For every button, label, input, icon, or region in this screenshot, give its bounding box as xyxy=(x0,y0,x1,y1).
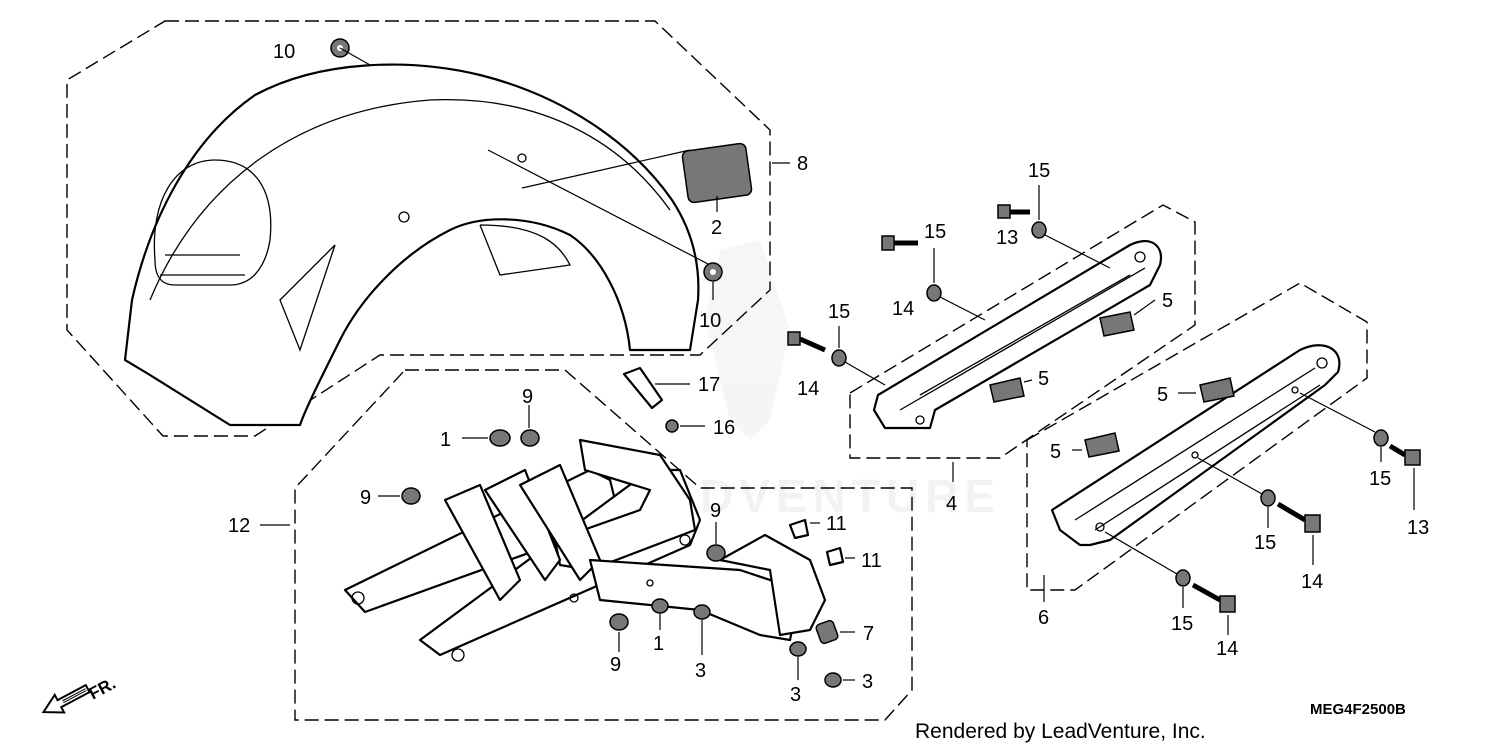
callout-5: 5 xyxy=(1157,384,1168,406)
front-direction-arrow: FR. xyxy=(41,674,119,714)
grommet-1[interactable] xyxy=(489,429,511,447)
washer-15[interactable] xyxy=(1031,221,1047,239)
callout-5: 5 xyxy=(1050,441,1061,463)
group-8-boundary xyxy=(66,20,771,437)
rendered-by-credit: Rendered by LeadVenture, Inc. xyxy=(915,720,1206,743)
screw-16[interactable] xyxy=(665,419,705,433)
callout-3: 3 xyxy=(862,671,873,693)
callout-3: 3 xyxy=(695,660,706,682)
callout-15: 15 xyxy=(1171,613,1193,635)
callout-5: 5 xyxy=(1162,290,1173,312)
callout-11: 11 xyxy=(861,550,882,572)
grommet-9[interactable] xyxy=(401,487,421,505)
washer-15[interactable] xyxy=(1260,489,1276,507)
bolt-14[interactable] xyxy=(787,331,827,353)
pad-5[interactable] xyxy=(1099,311,1135,337)
callout-15: 15 xyxy=(924,221,946,243)
washer-15[interactable] xyxy=(831,349,847,367)
grommet-1[interactable] xyxy=(651,598,669,614)
callout-17: 17 xyxy=(698,374,720,396)
callout-14: 14 xyxy=(797,378,819,400)
grommet-9[interactable] xyxy=(706,544,726,562)
fr-label: FR. xyxy=(86,674,119,704)
callout-16: 16 xyxy=(713,417,735,439)
clip-11[interactable] xyxy=(825,546,845,567)
leader-line xyxy=(521,149,691,189)
callout-9: 9 xyxy=(522,386,533,408)
callout-4: 4 xyxy=(946,493,957,515)
bolt-14[interactable] xyxy=(1276,501,1321,533)
callout-15: 15 xyxy=(1254,532,1276,554)
callout-7: 7 xyxy=(863,623,874,645)
bolt-14[interactable] xyxy=(881,235,918,251)
pad-5[interactable] xyxy=(989,377,1025,403)
callout-1: 1 xyxy=(440,429,451,451)
callout-11: 11 xyxy=(826,513,847,535)
callout-5: 5 xyxy=(1038,368,1049,390)
callout-3: 3 xyxy=(790,684,801,706)
callout-8: 8 xyxy=(797,153,808,175)
bolt-13[interactable] xyxy=(1388,443,1421,466)
group-6-lower-rail xyxy=(1026,282,1421,635)
callout-2: 2 xyxy=(711,217,722,239)
grommet-3[interactable] xyxy=(824,672,842,688)
callout-15: 15 xyxy=(1369,468,1391,490)
bolt-14[interactable] xyxy=(1191,582,1236,613)
callout-14: 14 xyxy=(1301,571,1323,593)
callout-13: 13 xyxy=(996,227,1018,249)
grommet-9[interactable] xyxy=(520,429,540,447)
leader-lines xyxy=(838,185,1156,482)
group-4-boundary xyxy=(849,204,1196,459)
leader-line xyxy=(487,149,711,266)
bolt-13[interactable] xyxy=(997,204,1030,219)
grommet-3[interactable] xyxy=(693,604,711,620)
callout-labels: 10 8 2 10 17 16 1 9 9 12 9 11 11 7 9 1 3… xyxy=(228,41,1429,706)
callout-1: 1 xyxy=(653,633,664,655)
group-8-rear-fender xyxy=(66,20,790,437)
clip-11[interactable] xyxy=(788,518,810,540)
grommet-3[interactable] xyxy=(789,641,807,657)
callout-10: 10 xyxy=(273,41,295,63)
group-4-upper-rail xyxy=(787,185,1196,482)
callout-10: 10 xyxy=(699,310,721,332)
group-12-rear-frame xyxy=(260,369,913,721)
callout-12: 12 xyxy=(228,515,250,537)
rear-fender[interactable] xyxy=(123,63,700,427)
rear-fender-frame[interactable] xyxy=(343,438,827,662)
leader-lines xyxy=(1043,392,1415,635)
leader-lines xyxy=(260,405,855,681)
callout-9: 9 xyxy=(710,500,721,522)
grommet-9[interactable] xyxy=(609,613,629,631)
washer[interactable] xyxy=(703,262,723,282)
callout-15: 15 xyxy=(1028,160,1050,182)
group-12-boundary xyxy=(294,369,913,721)
washer-15[interactable] xyxy=(926,284,942,302)
callout-9: 9 xyxy=(610,654,621,676)
diagram-code: MEG4F2500B xyxy=(1310,701,1406,718)
washer-15[interactable] xyxy=(1175,569,1191,587)
clip-17[interactable] xyxy=(622,366,690,410)
collar-7[interactable] xyxy=(815,619,839,645)
reflector[interactable] xyxy=(681,142,753,204)
rail-cover-upper[interactable] xyxy=(872,239,1163,430)
callout-13: 13 xyxy=(1407,517,1429,539)
washer-15[interactable] xyxy=(1373,429,1389,447)
callout-9: 9 xyxy=(360,487,371,509)
callout-14: 14 xyxy=(892,298,914,320)
pad-5[interactable] xyxy=(1199,377,1235,403)
group-6-boundary xyxy=(1026,282,1368,591)
callout-14: 14 xyxy=(1216,638,1238,660)
callout-6: 6 xyxy=(1038,607,1049,629)
pad-5[interactable] xyxy=(1084,432,1120,458)
rail-cover-lower[interactable] xyxy=(1050,344,1341,547)
callout-15: 15 xyxy=(828,301,850,323)
